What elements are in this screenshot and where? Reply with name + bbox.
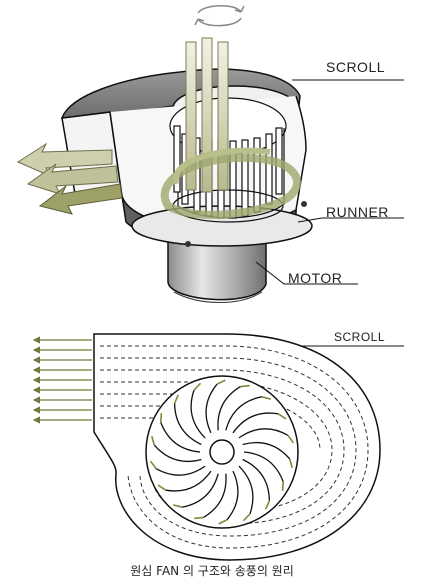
- impeller-blade: [225, 396, 262, 431]
- impeller-blade: [242, 441, 291, 460]
- blade-flow-arrow: [281, 481, 284, 491]
- impeller-blade: [203, 473, 227, 518]
- impeller-blade: [190, 389, 206, 439]
- blade-flow-arrow: [261, 396, 271, 400]
- figure-caption: 원심 FAN 의 구조와 송풍의 원리: [130, 564, 294, 578]
- impeller-blade: [165, 470, 212, 492]
- impeller-blade: [217, 386, 241, 431]
- impeller-blade: [160, 422, 201, 453]
- impeller-blade: [226, 470, 239, 521]
- scroll-cross-section: [32, 333, 404, 561]
- blade-flow-arrow: [160, 413, 163, 423]
- blade-flow-arrow: [240, 384, 250, 388]
- blade-flow-arrow: [242, 513, 251, 522]
- blade-flow-arrow: [218, 519, 228, 525]
- blade-flow-arrow: [151, 435, 156, 446]
- airflow-arrows: [16, 37, 301, 219]
- impeller-blade: [205, 383, 218, 434]
- blade-flow-arrow: [264, 500, 271, 510]
- blade-flow-arrow: [194, 516, 204, 520]
- blade-flow-arrow: [173, 504, 183, 508]
- impeller-blade: [238, 428, 289, 439]
- blade-flow-arrow: [216, 379, 226, 385]
- blade-flow-arrow: [193, 382, 202, 391]
- impeller-blade: [155, 465, 206, 476]
- scroll-label-top: SCROLL: [326, 59, 386, 75]
- impeller-blade: [242, 458, 271, 501]
- motor-label: MOTOR: [288, 270, 343, 286]
- runner-label: RUNNER: [326, 204, 389, 220]
- impeller-blade: [173, 403, 202, 446]
- impeller-blades: [153, 383, 291, 521]
- impeller-blade: [153, 444, 202, 463]
- blade-flow-arrow: [157, 484, 167, 491]
- blade-flow-arrow: [287, 434, 295, 444]
- impeller-blade: [182, 473, 219, 508]
- scroll-label-bottom: SCROLL: [334, 330, 386, 344]
- blade-flow-arrow: [173, 394, 180, 404]
- blade-flow-arrow: [149, 460, 157, 470]
- rotation-arrow-icon: [194, 5, 245, 27]
- impeller-blade: [238, 465, 254, 515]
- impeller-blade: [243, 451, 284, 482]
- leader-lines-top: [255, 79, 404, 285]
- blade-flow-arrow: [288, 458, 293, 469]
- blade-flow-arrow: [277, 413, 287, 420]
- impeller-blade: [232, 412, 279, 434]
